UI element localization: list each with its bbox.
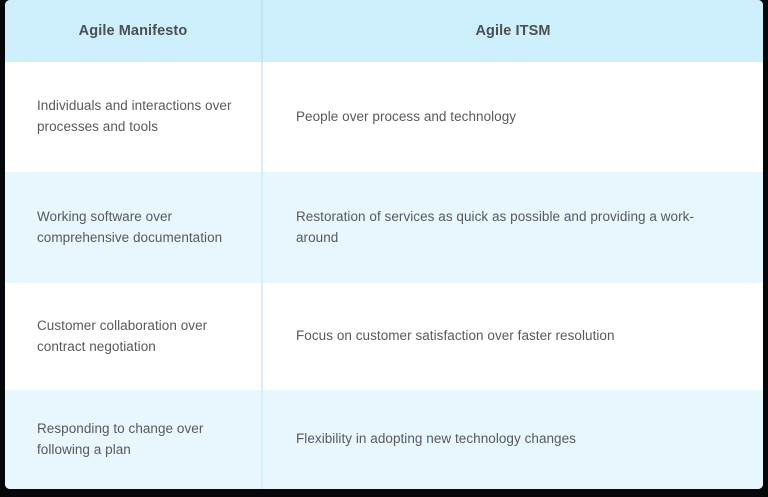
table-body: Individuals and interactions over proces…	[5, 62, 763, 489]
cell-text: Working software over comprehensive docu…	[37, 208, 223, 245]
table-row: Working software over comprehensive docu…	[5, 172, 763, 283]
cell-text: Focus on customer satisfaction over fast…	[296, 328, 615, 344]
agile-comparison-table: Agile Manifesto Agile ITSM Individuals a…	[5, 0, 763, 489]
cell-manifesto-2: Working software over comprehensive docu…	[5, 172, 262, 283]
cell-manifesto-4: Responding to change over following a pl…	[5, 390, 262, 489]
table-row: Customer collaboration over contract neg…	[5, 283, 763, 390]
cell-itsm-4: Flexibility in adopting new technology c…	[261, 390, 763, 489]
cell-manifesto-3: Customer collaboration over contract neg…	[5, 283, 262, 390]
cell-text: Flexibility in adopting new technology c…	[296, 431, 576, 447]
cell-text: Restoration of services as quick as poss…	[296, 208, 694, 245]
cell-itsm-3: Focus on customer satisfaction over fast…	[261, 283, 763, 390]
comparison-table-card: Agile Manifesto Agile ITSM Individuals a…	[5, 0, 763, 489]
cell-text: People over process and technology	[296, 108, 517, 124]
cell-itsm-1: People over process and technology	[261, 62, 763, 172]
column-header-agile-itsm: Agile ITSM	[261, 0, 763, 62]
column-header-agile-manifesto: Agile Manifesto	[5, 0, 262, 62]
cell-itsm-2: Restoration of services as quick as poss…	[261, 172, 763, 283]
cell-text: Responding to change over following a pl…	[37, 420, 204, 457]
cell-manifesto-1: Individuals and interactions over proces…	[5, 62, 262, 172]
table-header: Agile Manifesto Agile ITSM	[5, 0, 763, 62]
cell-text: Individuals and interactions over proces…	[37, 98, 232, 134]
table-row: Individuals and interactions over proces…	[5, 62, 763, 172]
table-header-row: Agile Manifesto Agile ITSM	[5, 0, 763, 62]
cell-text: Customer collaboration over contract neg…	[37, 317, 208, 354]
table-row: Responding to change over following a pl…	[5, 390, 763, 489]
